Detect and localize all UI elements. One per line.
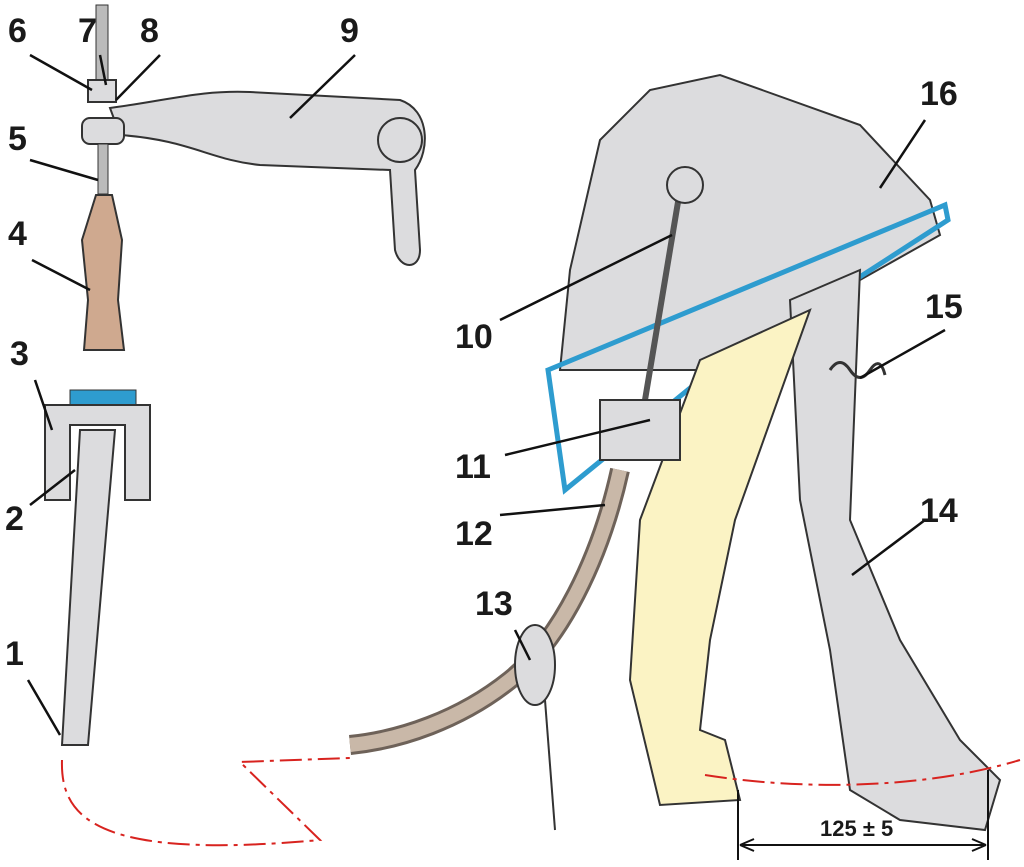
label-15: 15 [925,288,963,326]
leader-lines [26,53,946,736]
label-12: 12 [455,515,493,553]
adjusting-nuts [87,79,117,103]
label-2: 2 [5,500,24,538]
label-6: 6 [8,12,27,50]
cable-rod [97,143,109,195]
cable-bracket [44,404,151,501]
dimension-text: 125 ± 5 [820,816,893,841]
release-fork-lever [108,90,426,266]
label-11: 11 [455,448,491,486]
cable-tip [81,117,125,145]
label-1: 1 [5,635,24,673]
path-line-left [60,757,351,847]
panel-edge [544,699,556,831]
label-14: 14 [920,492,958,530]
label-3: 3 [10,335,29,373]
label-10: 10 [455,318,493,356]
label-8: 8 [140,12,159,50]
brake-pedal [788,268,1002,832]
fork-shaft-eye [377,117,423,163]
label-5: 5 [8,120,27,158]
clutch-pedal [628,308,812,807]
label-4: 4 [8,215,27,253]
protective-boot [80,194,126,351]
label-7: 7 [78,12,97,50]
dimension-arrow [739,838,987,852]
pedal-bracket [558,73,942,371]
path-line-right [704,759,1021,786]
cable-sheath-tip [60,429,117,746]
label-16: 16 [920,75,958,113]
cable-sheath-highlight [349,468,627,752]
label-9: 9 [340,12,359,50]
grommet [514,624,556,706]
cable-pin [666,166,704,204]
label-13: 13 [475,585,513,623]
